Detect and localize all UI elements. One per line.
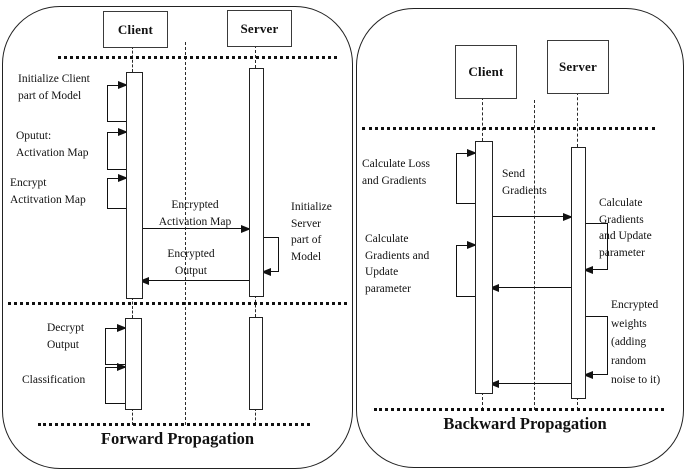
forward-top-separator <box>58 56 337 59</box>
forward-client-box: Client <box>103 11 168 48</box>
backward-arrow-encrypted-weights <box>489 379 571 388</box>
forward-self-loop-output-activation <box>107 128 128 170</box>
forward-client-label: Client <box>117 21 154 37</box>
backward-client-label: Client <box>468 64 504 79</box>
forward-encrypted-activation-map-label: Encrypted Activation Map <box>158 199 232 228</box>
forward-encrypt-activation-label: Encrypt Actitvation Map <box>10 177 86 206</box>
backward-server-update-label: Calculate Gradients and Update parameter <box>599 197 652 260</box>
forward-init-server-label: Initialize Server part of Model <box>291 201 332 264</box>
forward-client-activation-1 <box>126 72 143 299</box>
backward-client-update-label: Calculate Gradients and Update parameter <box>365 233 430 296</box>
backward-arrow-gradients-back <box>489 283 571 292</box>
forward-server-lifeline-3 <box>255 408 256 425</box>
forward-arrow-encrypted-output <box>139 276 249 285</box>
forward-init-client-label: Initialize Client part of Model <box>18 73 90 102</box>
forward-server-activation-1 <box>249 68 264 297</box>
backward-server-lifeline-1 <box>577 92 578 147</box>
forward-client-lifeline-2 <box>132 297 133 318</box>
backward-panel <box>356 8 684 468</box>
backward-self-loop-server-update <box>583 223 608 274</box>
forward-client-lifeline-1 <box>132 46 133 72</box>
backward-mid-lifeline <box>534 100 535 410</box>
forward-self-loop-classification <box>105 363 127 404</box>
backward-client-activation <box>475 141 493 394</box>
forward-mid-separator <box>8 302 347 305</box>
forward-encrypted-output-label: Encrypted Output <box>167 248 215 277</box>
forward-server-label: Server <box>240 20 279 36</box>
backward-server-lifeline-2 <box>577 397 578 410</box>
forward-server-activation-2 <box>249 317 263 410</box>
forward-self-loop-encrypt-activation <box>107 174 128 209</box>
backward-encrypted-weights-label: Encrypted weights (adding random noise t… <box>611 299 661 386</box>
forward-self-loop-init-server <box>261 237 279 276</box>
backward-send-gradients-label: Send Gradients <box>502 168 547 197</box>
backward-calculate-loss-label: Calculate Loss and Gradients <box>362 158 431 187</box>
backward-self-loop-client-update <box>456 241 477 297</box>
forward-self-loop-decrypt-output <box>105 324 127 365</box>
backward-self-loop-encrypted-weights <box>583 316 608 379</box>
forward-panel <box>2 6 353 469</box>
backward-title: Backward Propagation <box>443 414 607 433</box>
forward-server-box: Server <box>227 10 292 47</box>
backward-bottom-separator <box>374 408 664 411</box>
forward-client-activation-2 <box>125 318 142 410</box>
backward-server-label: Server <box>558 59 597 74</box>
forward-mid-lifeline <box>185 42 186 425</box>
forward-output-activation-label: Oputut: Activation Map <box>16 130 89 159</box>
forward-classification-label: Classification <box>22 374 86 386</box>
backward-server-box: Server <box>547 40 609 94</box>
backward-client-box: Client <box>455 45 517 99</box>
backward-client-lifeline-2 <box>482 392 483 410</box>
backward-client-lifeline-1 <box>482 97 483 141</box>
forward-client-lifeline-3 <box>132 408 133 425</box>
forward-bottom-separator <box>38 423 310 426</box>
backward-arrow-send-gradients <box>491 212 573 221</box>
forward-self-loop-init-client <box>107 81 128 122</box>
forward-title: Forward Propagation <box>100 429 255 448</box>
forward-arrow-encrypted-activation-map <box>141 224 251 233</box>
backward-server-activation <box>571 147 586 399</box>
forward-server-lifeline-2 <box>255 295 256 317</box>
forward-decrypt-output-label: Decrypt Output <box>47 322 85 351</box>
backward-self-loop-calculate-loss <box>456 149 477 204</box>
backward-top-separator <box>362 127 655 130</box>
